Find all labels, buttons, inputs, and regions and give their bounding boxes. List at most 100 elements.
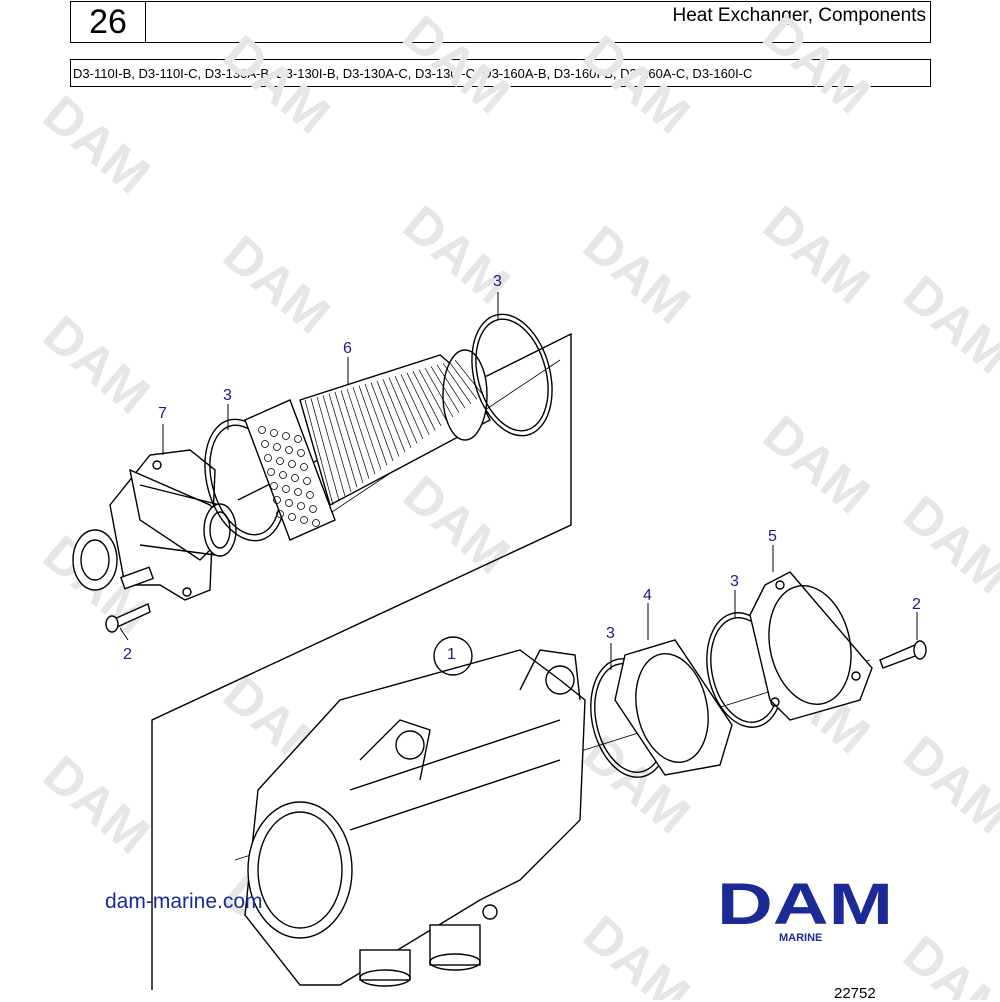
tube-hole	[258, 426, 266, 434]
watermark-text: DAM	[752, 405, 880, 526]
tube-hole	[291, 474, 299, 482]
tube-line	[442, 363, 472, 404]
tube-line	[364, 383, 394, 462]
callout-2-right: 2	[912, 596, 921, 613]
screw-left	[105, 603, 151, 633]
callout-1-circle	[433, 636, 473, 676]
tube-hole	[285, 446, 293, 454]
watermark-text: DAM	[892, 725, 1000, 846]
tube-hole	[294, 435, 302, 443]
tube-line	[340, 390, 370, 479]
tube-hole	[294, 488, 302, 496]
tube-line	[454, 359, 484, 396]
gasket	[614, 639, 733, 776]
tube-hole	[297, 449, 305, 457]
logo-subtitle: MARINE	[779, 932, 823, 944]
watermark-text: DAM	[392, 195, 520, 316]
tube-line	[436, 364, 466, 409]
callout-3-lower-2: 3	[730, 573, 739, 590]
watermark-text: DAM	[32, 85, 160, 206]
callout-3-lower-1: 3	[606, 625, 615, 642]
tube-hole	[282, 485, 290, 493]
tube-hole	[273, 496, 281, 504]
tube-hole	[288, 460, 296, 468]
tube-line	[328, 393, 358, 488]
tube-hole	[285, 499, 293, 507]
watermark-text: DAM	[212, 25, 340, 146]
tube-hole	[276, 510, 284, 518]
watermark-text: DAM	[892, 265, 1000, 386]
watermark-text: DAM	[752, 195, 880, 316]
screw-right	[879, 640, 927, 669]
tube-hole	[270, 482, 278, 490]
tube-line	[310, 398, 340, 501]
callout-1: 1	[447, 646, 456, 663]
watermark-text: DAM	[572, 905, 700, 1000]
callout-6: 6	[343, 340, 352, 357]
tube-line	[412, 371, 442, 426]
tube-hole	[300, 463, 308, 471]
tube-line	[316, 396, 346, 497]
tube-hole	[297, 502, 305, 510]
tube-line	[346, 388, 376, 475]
watermark-text: DAM	[32, 305, 160, 426]
tube-line	[304, 399, 334, 506]
callout-4: 4	[643, 587, 652, 604]
tube-line	[322, 395, 352, 492]
tube-line	[424, 367, 454, 418]
end-cover	[749, 571, 873, 721]
tube-hole	[279, 471, 287, 479]
watermark-text: DAM	[212, 225, 340, 346]
logo-text: DAM	[717, 876, 893, 937]
tube-line	[382, 379, 412, 448]
watermark-text: DAM	[892, 485, 1000, 606]
tube-line	[388, 377, 418, 444]
tube-hole	[282, 432, 290, 440]
tube-line	[418, 369, 448, 422]
page-number: 26	[70, 1, 146, 43]
tube-line	[358, 385, 388, 466]
callout-7: 7	[158, 405, 167, 422]
tube-hole	[270, 429, 278, 437]
watermark-text: DAM	[32, 745, 160, 866]
watermark-text: DAM	[892, 925, 1000, 1000]
o-ring-upper-right	[471, 313, 553, 437]
tube-stack	[244, 349, 491, 541]
tube-hole	[288, 513, 296, 521]
tube-hole	[300, 516, 308, 524]
heat-exchanger-housing	[244, 649, 586, 987]
watermark-text: DAM	[392, 465, 520, 586]
callout-5: 5	[768, 528, 777, 545]
tube-hole	[264, 454, 272, 462]
tube-hole	[303, 477, 311, 485]
callout-3-upper-right: 3	[493, 273, 502, 290]
page-title: Heat Exchanger, Components	[145, 1, 931, 43]
tube-hole	[309, 505, 317, 513]
model-list: D3-110I-B, D3-110I-C, D3-130A-B, D3-130I…	[70, 59, 931, 87]
tube-line	[376, 380, 406, 453]
site-url-link[interactable]: dam-marine.com	[105, 890, 263, 913]
tube-line	[406, 372, 436, 431]
tube-hole	[267, 468, 275, 476]
dam-logo: DAM	[717, 876, 893, 937]
callout-3-upper-left: 3	[223, 387, 232, 404]
watermark-text: DAM	[572, 215, 700, 336]
tube-line	[448, 361, 478, 400]
tube-line	[370, 382, 400, 457]
watermark-text: DAM	[392, 5, 520, 126]
tube-line	[430, 366, 460, 413]
watermark-text: DAM	[572, 25, 700, 146]
tube-line	[352, 387, 382, 470]
watermark-text: DAM	[752, 5, 880, 126]
figure-number: 22752	[834, 985, 876, 1002]
tube-hole	[306, 491, 314, 499]
tube-hole	[261, 440, 269, 448]
tube-line	[394, 375, 424, 440]
tube-hole	[273, 443, 281, 451]
tube-hole	[276, 457, 284, 465]
tube-line	[400, 374, 430, 435]
callout-2-left: 2	[123, 646, 132, 663]
tube-line	[334, 391, 364, 484]
thermostat-housing	[72, 449, 237, 601]
